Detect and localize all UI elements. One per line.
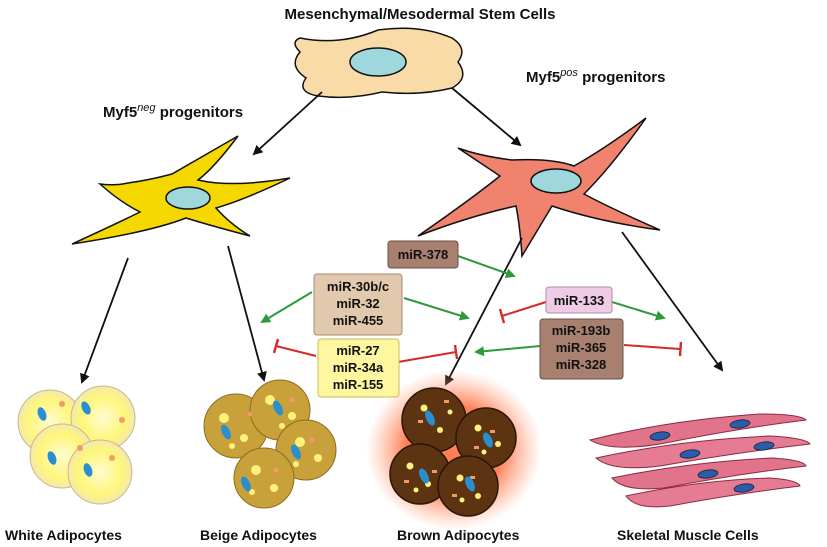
svg-text:miR-34a: miR-34a (333, 360, 384, 375)
arrow-stem-to-pos (451, 87, 522, 147)
skeletal-muscle-cells (588, 413, 811, 508)
arrow-mir30-to-brown (403, 297, 470, 321)
svg-text:miR-27: miR-27 (336, 343, 379, 358)
myf5-neg-label: Myf5neg progenitors (103, 102, 243, 121)
stem-cell (294, 27, 464, 99)
beige-adipocytes (203, 379, 337, 509)
arrow-mir378-activate (457, 255, 516, 279)
label-skeletal-muscle-cells: Skeletal Muscle Cells (617, 527, 759, 543)
svg-text:miR-378: miR-378 (398, 247, 449, 262)
inhibit-mir27-brown (397, 344, 459, 363)
myf5-pos-label: Myf5pos progenitors (526, 67, 665, 86)
inhibit-mir133-brown (498, 301, 547, 324)
mir193-box: miR-193b miR-365 miR-328 (539, 318, 624, 380)
white-adipocytes (17, 385, 136, 505)
arrow-pos-to-brown (445, 237, 523, 386)
arrow-mir193-to-brown (474, 345, 541, 357)
arrow-stem-to-neg (252, 91, 323, 156)
svg-text:miR-32: miR-32 (336, 296, 379, 311)
diagram-title: Mesenchymal/Mesodermal Stem Cells (285, 6, 556, 23)
label-white-adipocytes: White Adipocytes (5, 527, 122, 543)
inhibit-mir27-beige (272, 338, 317, 357)
svg-text:miR-133: miR-133 (554, 293, 605, 308)
svg-text:miR-455: miR-455 (333, 313, 384, 328)
inhibit-mir193-muscle (623, 341, 683, 357)
svg-text:miR-155: miR-155 (333, 377, 384, 392)
mir27-box: miR-27 miR-34a miR-155 (317, 338, 400, 398)
arrow-pos-to-muscle (621, 231, 724, 372)
mir133-box: miR-133 (545, 286, 613, 314)
myf5-pos-progenitor (417, 117, 661, 259)
arrow-neg-to-white (80, 257, 129, 384)
arrow-mir133-to-muscle (611, 301, 666, 321)
myf5-neg-progenitor (71, 135, 291, 245)
brown-adipocytes (366, 370, 542, 530)
svg-text:miR-193b: miR-193b (552, 323, 611, 338)
arrow-neg-to-beige (227, 245, 267, 382)
svg-text:miR-328: miR-328 (556, 357, 607, 372)
neg-progenitor-nucleus-icon (165, 186, 211, 210)
mir378-box: miR-378 (387, 240, 459, 269)
svg-text:miR-30b/c: miR-30b/c (327, 279, 389, 294)
label-beige-adipocytes: Beige Adipocytes (200, 527, 317, 543)
label-brown-adipocytes: Brown Adipocytes (397, 527, 520, 543)
stem-cell-nucleus-icon (349, 47, 407, 77)
mir30-box: miR-30b/c miR-32 miR-455 (313, 273, 403, 336)
arrow-mir30-to-beige (260, 291, 313, 324)
svg-text:miR-365: miR-365 (556, 340, 607, 355)
pos-progenitor-nucleus-icon (530, 168, 582, 194)
